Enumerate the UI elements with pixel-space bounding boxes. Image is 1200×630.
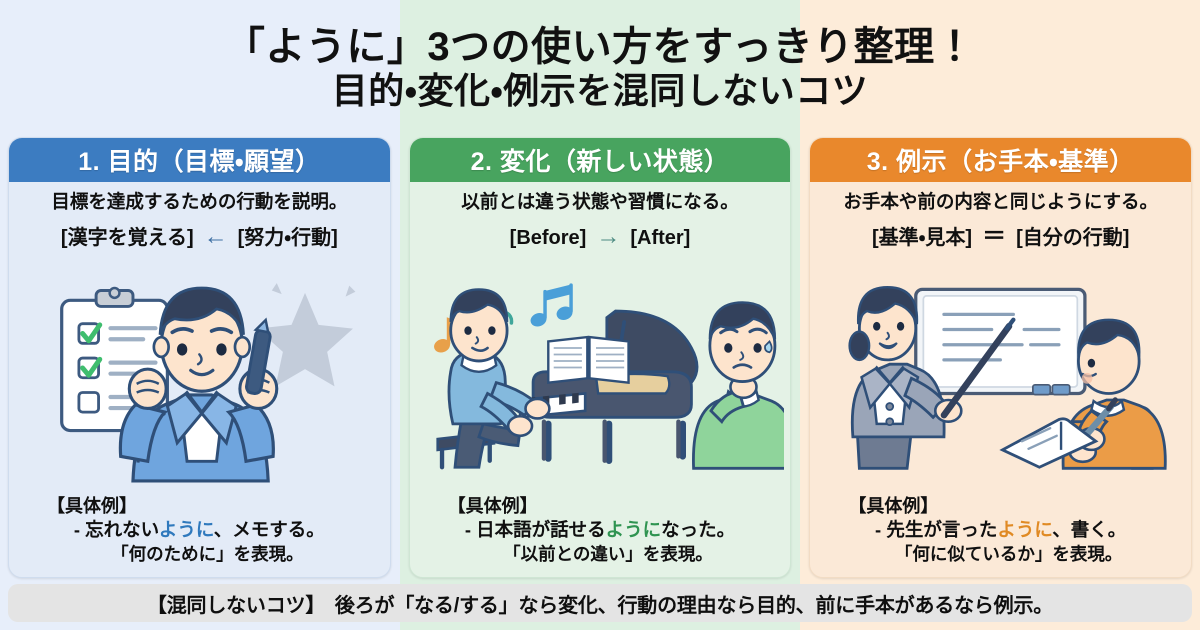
card-purpose-example-sentence: - 忘れないように、メモする。 — [25, 518, 374, 543]
card-example-usage-example-label: 【具体例】 — [848, 496, 939, 517]
piano-player-and-worried-person-illustration — [416, 252, 785, 495]
right-arrow-icon: → — [596, 222, 621, 250]
card-purpose-body: 目標を達成するための行動を説明。 [漢字を覚える] ← [努力・行動] — [9, 182, 390, 577]
card-purpose-formula-left: [漢字を覚える] — [60, 226, 194, 249]
card-example-usage-body: お手本や前の内容と同じようにする。 [基準・見本] ＝ [自分の行動] — [810, 182, 1191, 577]
card-change-example-label: 【具体例】 — [447, 496, 538, 517]
sentence-highlight: ように — [158, 519, 214, 541]
left-arrow-icon: ← — [203, 222, 228, 250]
sentence-prefix: - 先生が言った — [875, 519, 998, 541]
sentence-suffix: 、書く。 — [1052, 519, 1127, 541]
equals-icon: ＝ — [982, 222, 1007, 250]
card-change-formula-right: [After] — [630, 226, 691, 249]
card-change-example-note: 「以前との違い」を表現。 — [503, 544, 713, 565]
footer-wrapper: 【混同しないコツ】 後ろが「なる/する」なら変化、行動の理由なら目的、前に手本が… — [0, 578, 1200, 630]
sentence-highlight: ように — [605, 519, 662, 541]
card-purpose-formula-right: [努力・行動] — [237, 226, 338, 249]
card-example-usage-formula-left: [基準・見本] — [871, 226, 973, 249]
card-purpose-formula: [漢字を覚える] ← [努力・行動] — [15, 221, 384, 252]
card-example-usage-description: お手本や前の内容と同じようにする。 — [843, 191, 1159, 212]
card-change-body: 以前とは違う状態や習慣になる。 [Before] → [After] — [410, 182, 791, 577]
card-purpose-example: 【具体例】 - 忘れないように、メモする。 「何のために」を表現。 — [15, 495, 384, 569]
card-purpose-example-note: 「何のために」を表現。 — [111, 544, 304, 565]
sentence-prefix: - 日本語が話せる — [464, 519, 606, 541]
card-change-description: 以前とは違う状態や習慣になる。 — [461, 191, 739, 212]
card-change-formula: [Before] → [After] — [416, 221, 785, 252]
card-purpose-example-label: 【具体例】 — [47, 496, 137, 517]
card-example-usage-header: 3. 例示（お手本・基準） — [810, 138, 1192, 182]
sentence-prefix: - 忘れない — [73, 519, 159, 541]
card-change-example: 【具体例】 - 日本語が話せるようになった。 「以前との違い」を表現。 — [416, 495, 785, 569]
title-line-1: 「ように」3つの使い方をすっきり整理！ — [224, 24, 976, 69]
title-line-2: 目的・変化・例示を混同しないコツ — [331, 69, 869, 111]
card-change[interactable]: 2. 変化（新しい状態） 以前とは違う状態や習慣になる。 [Before] → [A… — [408, 137, 792, 578]
card-example-usage-formula: [基準・見本] ＝ [自分の行動] — [816, 221, 1185, 252]
card-change-header: 2. 変化（新しい状態） — [409, 138, 791, 182]
card-example-usage-example: 【具体例】 - 先生が言ったように、書く。 「何に似ているか」を表現。 — [816, 495, 1185, 569]
footer-tip-bar: 【混同しないコツ】 後ろが「なる/する」なら変化、行動の理由なら目的、前に手本が… — [8, 584, 1192, 622]
card-purpose[interactable]: 1. 目的（目標・願望） 目標を達成するための行動を説明。 [漢字を覚える]←[… — [8, 137, 391, 578]
card-example-usage-example-note: 「何に似ているか」を表現。 — [894, 544, 1123, 565]
sentence-highlight: ように — [997, 519, 1053, 541]
card-example-usage[interactable]: 3. 例示（お手本・基準） お手本や前の内容と同じようにする。 [基準・見本] ＝… — [809, 137, 1193, 578]
card-purpose-header: 1. 目的（目標・願望） — [9, 138, 390, 182]
sentence-suffix: なった。 — [661, 519, 736, 541]
card-purpose-description: 目標を達成するための行動を説明。 — [51, 191, 348, 212]
card-change-formula-left: [Before] — [509, 226, 587, 249]
businessman-with-checklist-illustration — [15, 252, 384, 495]
card-example-usage-formula-right: [自分の行動] — [1016, 226, 1130, 249]
teacher-pointing-at-whiteboard-and-student-illustration — [816, 252, 1185, 495]
sentence-suffix: 、メモする。 — [213, 519, 325, 541]
page-title: 「ように」3つの使い方をすっきり整理！ 目的・変化・例示を混同しないコツ — [0, 0, 1200, 137]
card-change-example-sentence: - 日本語が話せるようになった。 — [426, 518, 775, 543]
card-example-usage-example-sentence: - 先生が言ったように、書く。 — [826, 518, 1175, 543]
cards-row: 1. 目的（目標・願望） 目標を達成するための行動を説明。 [漢字を覚える]←[… — [0, 137, 1200, 578]
